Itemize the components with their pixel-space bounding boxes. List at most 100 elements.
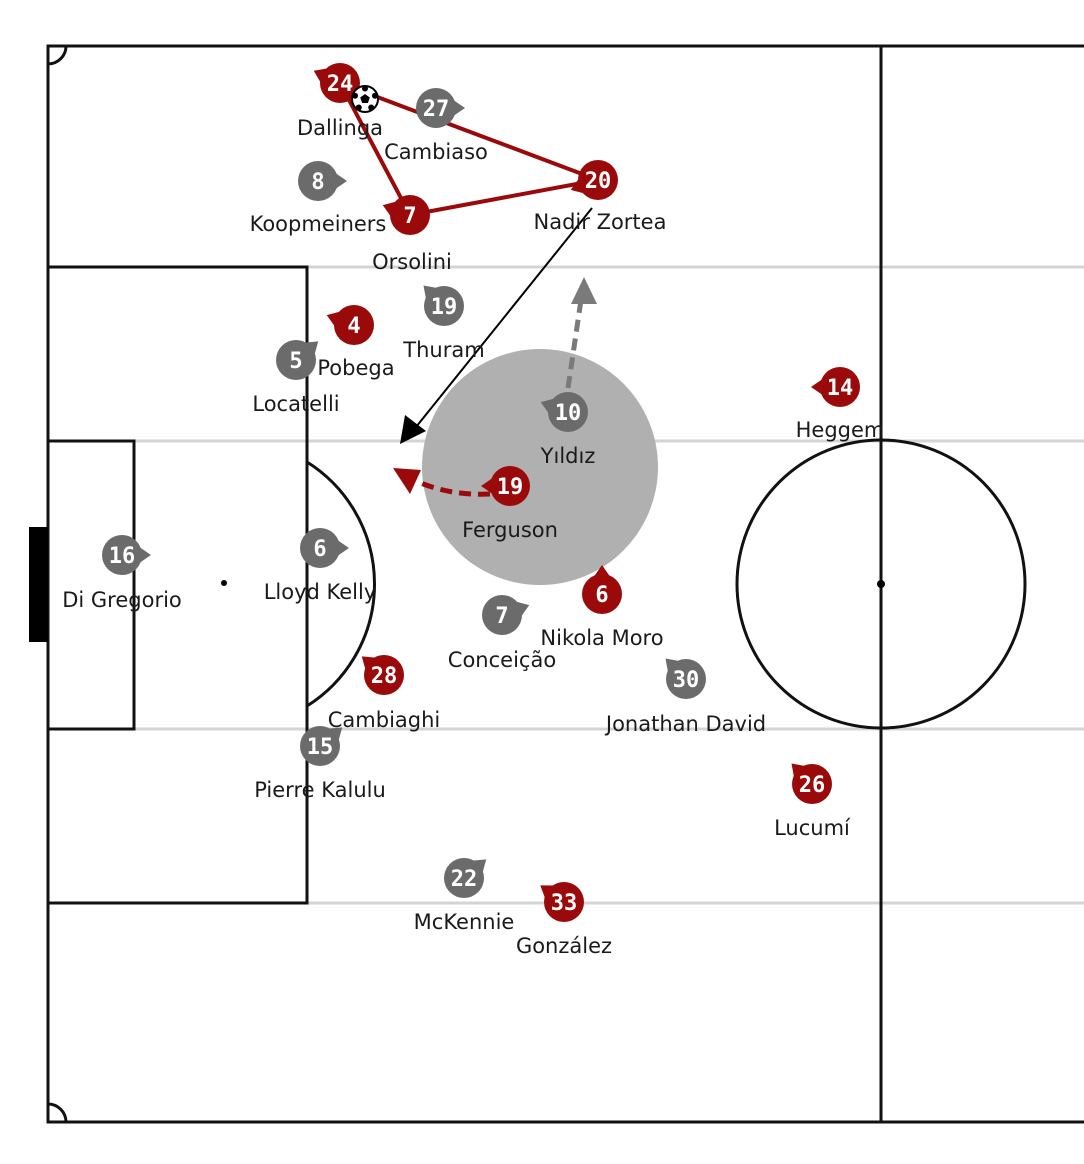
player-number: 8 [311,170,324,195]
player-marker [276,340,316,380]
player-name: Heggem [796,418,885,442]
player-name: Lloyd Kelly [264,580,377,604]
player-marker [482,595,522,635]
centre-spot [877,580,885,588]
player-number: 19 [497,475,524,500]
player-marker [490,466,530,506]
player-number: 26 [799,773,826,798]
player-marker [544,882,584,922]
penalty-spot [221,580,227,586]
player-marker [666,659,706,699]
pass-sequence-lines [338,81,600,217]
player-name: McKennie [414,910,515,934]
player-name: Ferguson [462,518,558,542]
player-number: 14 [827,376,854,401]
goal-area [46,439,136,731]
player-name: Cambiaghi [328,708,441,732]
player-number: 28 [371,664,398,689]
pass-arrow-head [400,415,426,444]
player-number: 10 [555,401,582,426]
corner-arc-bottom [47,1102,68,1123]
player-marker [364,655,404,695]
player-number: 6 [595,583,608,608]
player-name: Pierre Kalulu [254,778,386,802]
player-name: Conceição [448,648,556,672]
player-number: 7 [495,604,508,629]
player-number: 19 [431,295,458,320]
player-number: 24 [327,72,354,97]
run-arrow-ferguson-head [393,468,421,494]
player-marker [820,367,860,407]
run-arrow-yildiz-head [571,277,597,304]
player-marker [300,528,340,568]
player-name: Yıldız [540,444,596,468]
run-arrow-yildiz [565,299,584,389]
player-marker [582,574,622,614]
player-marker [578,160,618,200]
player-name: Lucumí [774,816,851,840]
player-name: Cambiaso [384,140,488,164]
player-marker [792,764,832,804]
player-name: Thuram [402,338,484,362]
centre-circle [735,438,1027,730]
player-marker [320,63,360,103]
player-number: 5 [289,349,302,374]
player-name: Dallinga [297,116,383,140]
penalty-arc [306,460,377,708]
player-number: 4 [347,314,360,339]
player-number: 33 [551,891,578,916]
player-number: 6 [313,537,326,562]
player-marker [444,858,484,898]
player-number: 7 [403,204,416,229]
pitch-outline [46,44,1084,1124]
player-number: 20 [585,169,612,194]
player-name: Di Gregorio [62,588,182,612]
player-number: 30 [673,668,700,693]
player-marker [298,161,338,201]
corner-arc-top [47,45,68,66]
player-name: Pobega [317,356,394,380]
player-name: Jonathan David [604,712,766,736]
player-name: Nikola Moro [540,626,663,650]
player-name: Locatelli [252,392,339,416]
player-number: 22 [451,867,478,892]
highlight-zone [422,349,658,585]
player-name: Orsolini [372,250,452,274]
player-marker [102,535,142,575]
player-marker [300,726,340,766]
player-name: Nadir Zortea [534,210,667,234]
player-digregorio: 16 Di Gregorio [62,535,182,612]
player-marker [416,88,456,128]
player-marker [424,286,464,326]
player-number: 16 [109,544,136,569]
run-arrow-ferguson [414,478,491,497]
player-name: Koopmeiners [250,212,387,236]
player-name: González [516,934,612,958]
pass-arrow [411,207,593,433]
football-icon [351,85,379,113]
player-marker [548,392,588,432]
player-marker [334,305,374,345]
goal [29,527,48,642]
player-number: 27 [423,97,450,122]
